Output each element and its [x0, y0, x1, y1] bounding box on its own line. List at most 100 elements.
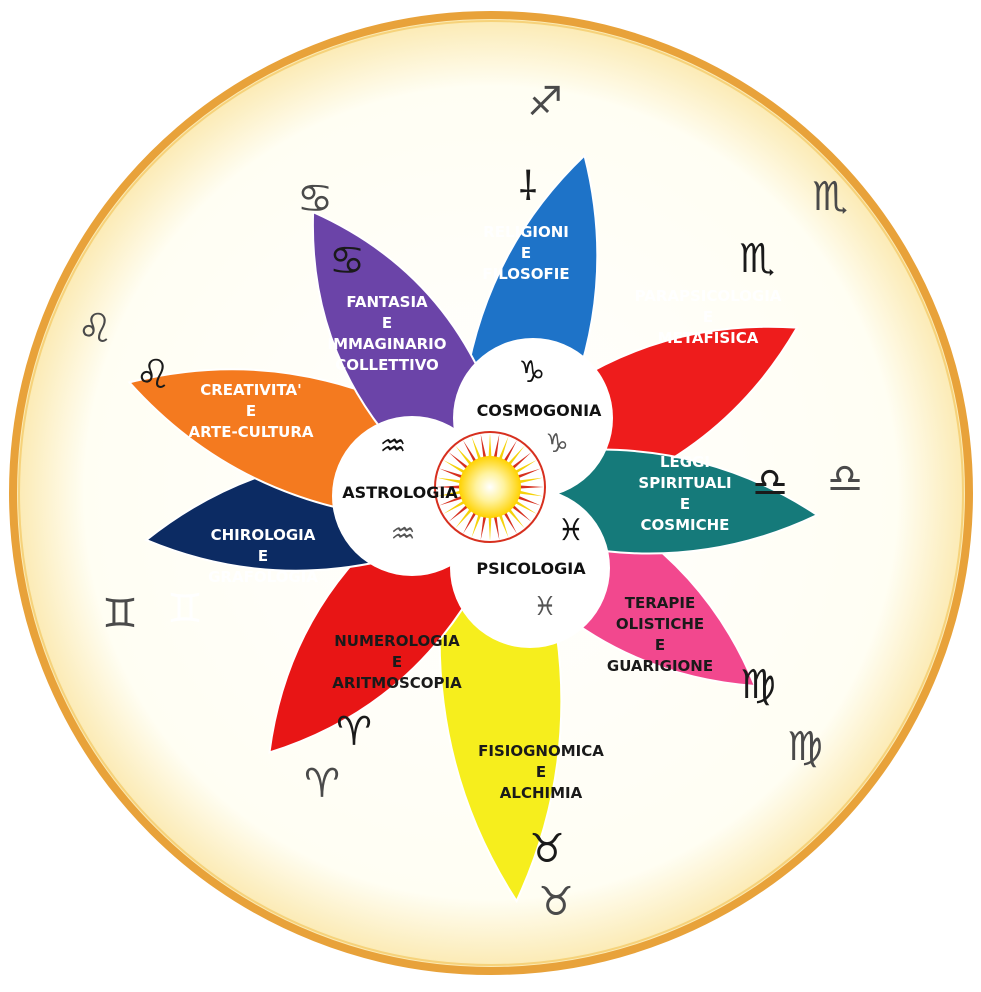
- petal-label-line: E: [246, 402, 256, 420]
- cancer-icon: ♋: [329, 238, 365, 284]
- virgo-figure-icon: ♍: [787, 724, 823, 770]
- petal-label-religioni: RELIGIONI E FILOSOFIE: [482, 223, 569, 283]
- capricorn-figure-icon: ♑: [545, 429, 568, 459]
- taurus-figure-icon: ♉: [538, 879, 574, 925]
- leo-figure-icon: ♌: [77, 306, 113, 352]
- sun-ray: [493, 516, 500, 541]
- petal-label-line: FISIOGNOMICA: [478, 742, 604, 760]
- sun-ray: [436, 485, 461, 489]
- capricorn-icon: ♑: [519, 355, 546, 390]
- sun-ray: [471, 436, 482, 460]
- aries-icon: ♈: [336, 709, 372, 755]
- petal-label-line: FANTASIA: [346, 293, 428, 311]
- pisces-figure-icon: ♓: [533, 592, 556, 622]
- leo-icon: ♌: [135, 352, 171, 398]
- petal-label-line: GRAFOLOGIA: [208, 568, 318, 586]
- sun-ray: [493, 433, 500, 458]
- cancer-figure-icon: ♋: [297, 176, 333, 222]
- sun-ray: [455, 509, 472, 529]
- sun-ray: [480, 516, 487, 541]
- sun-ray: [488, 433, 492, 458]
- petal-label-line: FILOSOFIE: [482, 265, 569, 283]
- petal-label-line: E: [536, 763, 546, 781]
- sun-ray: [443, 460, 465, 474]
- petal-label-line: CHIROLOGIA: [211, 526, 316, 544]
- petal-label-line: ARITMOSCOPIA: [332, 674, 462, 692]
- sun-ray: [436, 477, 461, 484]
- petal-label-leggi: LEGGI SPIRITUALI E COSMICHE: [638, 453, 731, 534]
- libra-scales-icon: ♎: [827, 456, 863, 502]
- sun-ray: [498, 514, 509, 538]
- sun-ray: [508, 445, 525, 465]
- petal-label-line: E: [382, 314, 392, 332]
- sun-ray: [519, 477, 544, 484]
- sun-ray: [443, 500, 465, 514]
- dagger-icon: ⸸: [519, 164, 538, 210]
- petal-label-line: COLLETTIVO: [335, 356, 439, 374]
- petal-label-line: COSMICHE: [641, 516, 730, 534]
- sun-ray: [512, 452, 532, 469]
- sun-outer-ring: [434, 431, 546, 543]
- petal-label-creativita: CREATIVITA' E ARTE-CULTURA: [188, 381, 313, 441]
- sun-ray: [519, 490, 544, 497]
- sun-ray: [488, 516, 492, 541]
- petal-label-line: E: [258, 547, 268, 565]
- petal-label-line: GUARIGIONE: [607, 657, 713, 675]
- sun-ray: [508, 509, 525, 529]
- petal-label-line: ALCHIMIA: [500, 784, 583, 802]
- taurus-icon: ♉: [529, 826, 565, 872]
- sun-ray: [439, 468, 463, 479]
- petal-label-line: IMMAGINARIO: [328, 335, 447, 353]
- scorpio-figure-icon: ♏: [812, 174, 848, 220]
- sun-ray: [480, 433, 487, 458]
- sun-ray: [498, 436, 509, 460]
- petal-label-line: E: [703, 308, 713, 326]
- sun-ray: [503, 512, 517, 534]
- sun-ray: [515, 460, 537, 474]
- petal-label-line: PARAPSICOLOGIA: [635, 287, 782, 305]
- decorations-layer: ♐ ♏ ♎ ♍ ♉ ♈ ♊ ♌ ♋: [77, 79, 863, 925]
- petal-label-line: LEGGI: [660, 453, 710, 471]
- sagittarius-figure-icon: ♐: [527, 79, 563, 125]
- petal-label-line: E: [680, 495, 690, 513]
- petal-label-line: METAFISICA: [658, 329, 759, 347]
- aquarius-figure-icon: ♒: [390, 517, 415, 550]
- sun-ray: [517, 468, 541, 479]
- sun-ray: [512, 505, 532, 522]
- psicologia-label: PSICOLOGIA: [476, 559, 586, 578]
- aries-figure-icon: ♈: [304, 761, 340, 807]
- sun-ray: [439, 495, 463, 506]
- petal-label-line: SPIRITUALI: [638, 474, 731, 492]
- libra-icon: ♎: [752, 460, 788, 506]
- petal-label-line: TERAPIE: [625, 594, 695, 612]
- cosmogonia-label: COSMOGONIA: [477, 401, 602, 420]
- sun-ray: [503, 440, 517, 462]
- astrologia-label: ASTROLOGIA: [342, 483, 458, 502]
- sun-ray: [517, 495, 541, 506]
- scorpio-icon: ♏: [739, 236, 775, 282]
- petal-label-line: CREATIVITA': [200, 381, 302, 399]
- sun-core: [459, 456, 521, 518]
- sun-ray: [463, 440, 477, 462]
- petal-label-fisiognomica: FISIOGNOMICA E ALCHIMIA: [478, 742, 604, 802]
- sun-ray: [448, 452, 468, 469]
- sun-ray: [448, 505, 468, 522]
- petal-label-line: ARTE-CULTURA: [188, 423, 313, 441]
- sun-ray: [515, 500, 537, 514]
- sun-ray: [436, 490, 461, 497]
- sun-ray: [471, 514, 482, 538]
- gemini-figure-icon: ♊: [102, 591, 138, 637]
- petal-label-line: E: [521, 244, 531, 262]
- petal-label-chirologia: CHIROLOGIA E GRAFOLOGIA: [208, 526, 318, 586]
- gemini-icon: ♊: [167, 586, 203, 632]
- petal-label-parapsicologia: PARAPSICOLOGIA E METAFISICA: [635, 287, 782, 347]
- outer-disc-inner-ring: [18, 20, 964, 966]
- sun-ray: [463, 512, 477, 534]
- petal-label-fantasia: FANTASIA E IMMAGINARIO COLLETTIVO: [328, 293, 447, 374]
- pisces-icon: ♓: [558, 513, 585, 548]
- aquarius-icon: ♒: [380, 429, 407, 464]
- petal-label-line: RELIGIONI: [483, 223, 569, 241]
